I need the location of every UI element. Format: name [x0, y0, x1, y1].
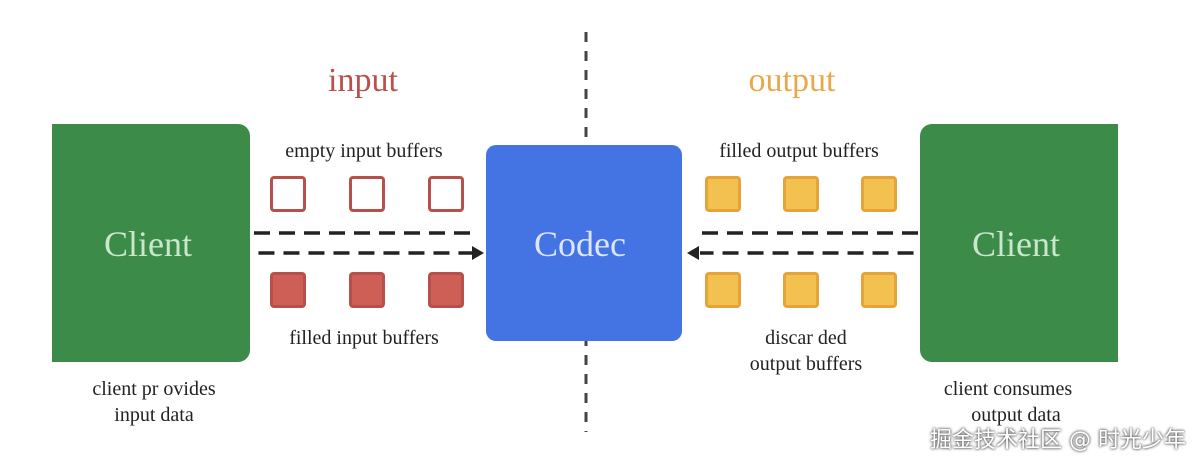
discarded-output-buffer	[861, 272, 897, 308]
filled-output-buffer	[705, 176, 741, 212]
right-client-caption-line1: client consumes	[943, 378, 1073, 400]
empty-input-buffer	[270, 176, 306, 212]
filled-input-buffer	[270, 272, 306, 308]
discarded-output-buffer	[705, 272, 741, 308]
filled-input-buffers-label: filled input buffers	[289, 327, 439, 349]
discarded-output-buffers-line2: output buffers	[749, 353, 863, 375]
watermark: 掘金技术社区 @ 时光少年	[930, 428, 1186, 453]
empty-input-buffer	[428, 176, 464, 212]
input-return-arrow	[218, 231, 474, 255]
codec-box	[486, 145, 682, 341]
right-client-label: Client	[972, 224, 1060, 264]
right-client-box	[920, 124, 1118, 362]
input-arrowhead	[472, 246, 484, 260]
filled-output-buffers-label: filled output buffers	[719, 140, 879, 162]
output-title: output	[748, 62, 836, 99]
filled-input-buffer	[349, 272, 385, 308]
left-client-caption-line2: input data	[114, 404, 194, 426]
left-client-label: Client	[104, 224, 192, 264]
output-arrowhead	[687, 246, 699, 260]
input-title: input	[328, 62, 398, 99]
right-client-caption-line2: output data	[971, 404, 1061, 426]
left-client-caption-line1: client pr ovides	[92, 378, 216, 400]
empty-input-buffer	[349, 176, 385, 212]
filled-output-buffer	[783, 176, 819, 212]
output-return-arrow	[700, 231, 954, 255]
codec-label: Codec	[534, 224, 626, 264]
filled-output-buffer	[861, 176, 897, 212]
discarded-output-buffer	[783, 272, 819, 308]
left-client-box	[52, 124, 250, 362]
filled-input-buffer	[428, 272, 464, 308]
empty-input-buffers-label: empty input buffers	[285, 140, 443, 162]
discarded-output-buffers-line1: discar ded	[765, 327, 847, 349]
